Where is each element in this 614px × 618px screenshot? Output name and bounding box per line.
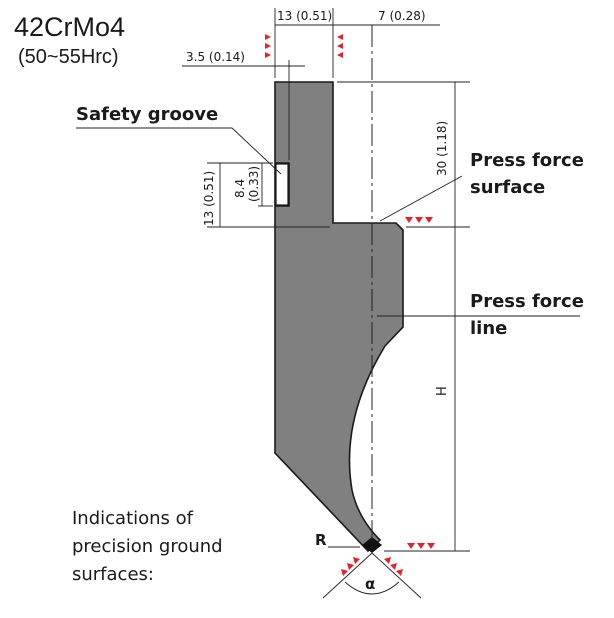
indications-line-2: precision ground — [72, 536, 223, 557]
leader-press-force-surface — [379, 175, 463, 222]
precision-markers-tip — [407, 543, 435, 549]
dim-groove-offset: 13 (0.51) — [202, 171, 216, 226]
label-press-force-line-2: line — [470, 318, 507, 339]
label-press-force-surface-2: surface — [470, 177, 545, 198]
dim-groove-depth: 3.5 (0.14) — [186, 50, 245, 64]
dim-offset: 7 (0.28) — [378, 9, 426, 23]
leader-safety-groove — [76, 127, 282, 175]
radius-label: R — [315, 531, 327, 549]
angle-label: α — [365, 575, 375, 593]
angle-line-left — [322, 552, 373, 599]
label-press-force-line-1: Press force — [470, 291, 584, 312]
precision-markers-top-left — [265, 34, 271, 58]
precision-markers-angle-right — [384, 557, 403, 576]
punch-body — [274, 81, 404, 553]
dim-groove-height-a: 8.4 — [233, 179, 247, 198]
precision-markers-top-right — [337, 34, 343, 58]
hardness-text: (50~55Hrc) — [18, 46, 119, 68]
precision-markers-angle-left — [341, 557, 360, 576]
material-title: 42CrMo4 — [14, 12, 125, 42]
label-safety-groove: Safety groove — [76, 104, 218, 125]
dim-groove-height-b: (0.33) — [247, 166, 261, 202]
indications-line-1: Indications of — [72, 508, 194, 529]
punch-tip — [362, 537, 382, 553]
angle-arc — [344, 581, 400, 595]
dim-top-width: 13 (0.51) — [277, 9, 332, 23]
precision-markers-shoulder — [405, 217, 433, 223]
angle-line-right — [371, 552, 422, 599]
label-press-force-surface-1: Press force — [470, 150, 584, 171]
dim-tang-height: 30 (1.18) — [435, 121, 449, 176]
indications-line-3: surfaces: — [72, 564, 154, 585]
safety-groove-cutout — [275, 163, 289, 206]
dim-height: H — [435, 386, 450, 396]
